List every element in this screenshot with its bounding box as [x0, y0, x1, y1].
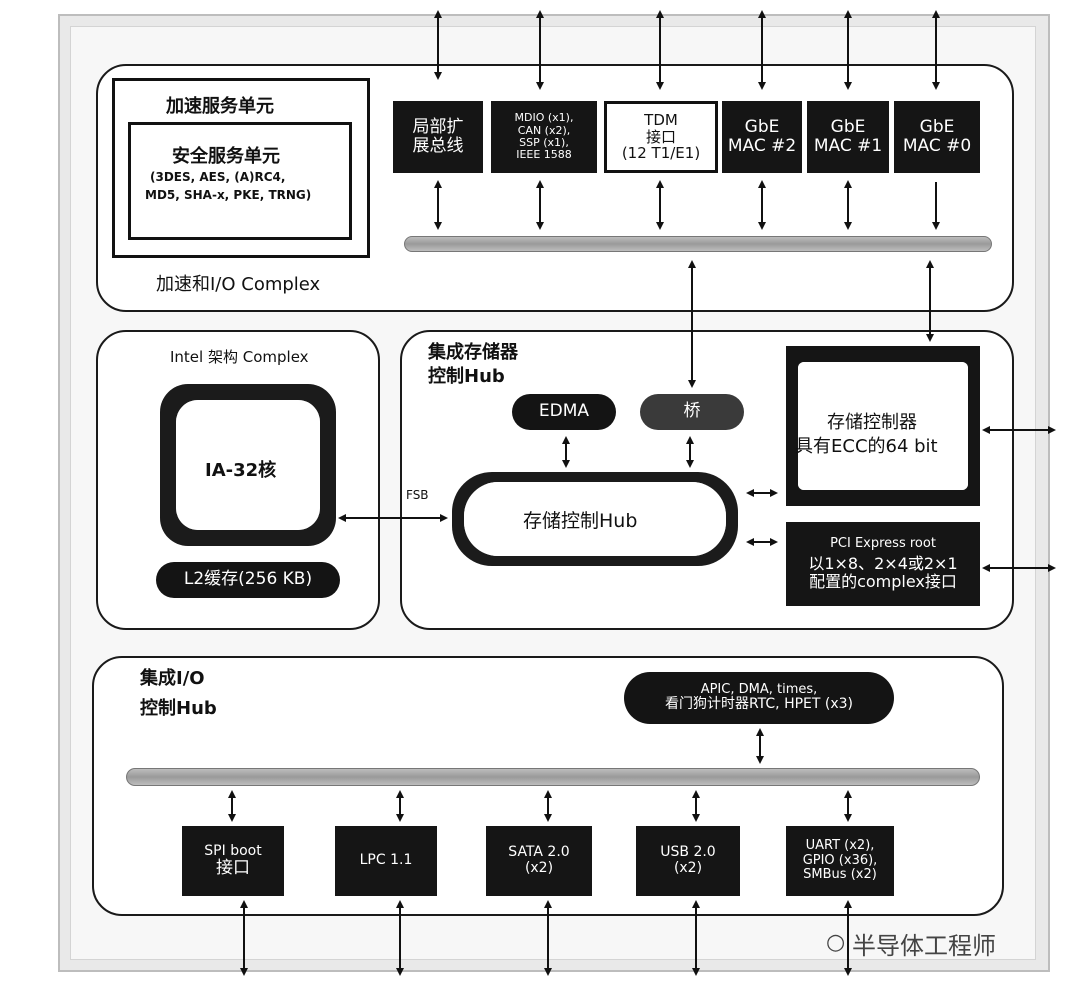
uart-line2: GPIO (x36), — [802, 852, 878, 868]
watermark-text: 半导体工程师 — [852, 932, 996, 960]
memory-controller-inner — [798, 362, 968, 490]
sata-line1: SATA 2.0 — [508, 844, 570, 861]
l2-cache-label: L2缓存(256 KB) — [183, 569, 313, 590]
security-service-title: 安全服务单元 — [172, 146, 280, 167]
mem-hub-title-2: 控制Hub — [428, 366, 505, 387]
accel-io-internal-bus — [404, 236, 992, 252]
bridge-block: 桥 — [640, 394, 744, 430]
ia32-core-label: IA-32核 — [205, 460, 277, 481]
memory-controller-hub-inner — [464, 482, 726, 556]
ia32-core-inner — [176, 400, 320, 530]
pcie-line1: PCI Express root — [830, 535, 936, 551]
bridge-label: 桥 — [683, 401, 701, 422]
mdio-line1: MDIO (x1), — [514, 111, 574, 125]
sata-block: SATA 2.0 (x2) — [486, 826, 592, 896]
watermark-logo-icon: ○ — [826, 930, 846, 955]
gbe-mac-2-block: GbE MAC #2 — [722, 101, 802, 173]
mdio-line2: CAN (x2), — [517, 123, 571, 137]
security-service-detail-1: (3DES, AES, (A)RC4, — [150, 170, 286, 184]
edma-label: EDMA — [538, 401, 590, 422]
mdio-can-ssp-block: MDIO (x1), CAN (x2), SSP (x1), IEEE 1588 — [491, 101, 597, 173]
apic-dma-timers-block: APIC, DMA, times, 看门狗计时器RTC, HPET (x3) — [624, 672, 894, 724]
gbe-mac-2-line1: GbE — [744, 116, 780, 137]
lpc-block: LPC 1.1 — [335, 826, 437, 896]
accel-io-complex-title: 加速和I/O Complex — [156, 274, 321, 295]
tdm-line3: (12 T1/E1) — [621, 144, 701, 163]
local-expansion-bus-line2: 展总线 — [412, 136, 464, 156]
local-expansion-bus-block: 局部扩 展总线 — [393, 101, 483, 173]
pci-express-root-block: PCI Express root 以1×8、2×4或2×1 配置的complex… — [786, 522, 980, 606]
memory-controller-line1: 存储控制器 — [827, 412, 917, 433]
accel-service-title: 加速服务单元 — [166, 96, 274, 117]
fsb-label: FSB — [406, 488, 429, 502]
mem-hub-title-1: 集成存储器 — [428, 342, 518, 363]
usb-block: USB 2.0 (x2) — [636, 826, 740, 896]
uart-gpio-smbus-block: UART (x2), GPIO (x36), SMBus (x2) — [786, 826, 894, 896]
gbe-mac-0-line1: GbE — [919, 116, 955, 137]
apic-line1: APIC, DMA, times, — [700, 681, 818, 697]
tdm-line1: TDM — [644, 110, 678, 129]
uart-line3: SMBus (x2) — [803, 867, 877, 883]
gbe-mac-0-block: GbE MAC #0 — [894, 101, 980, 173]
tdm-line2: 接口 — [645, 127, 676, 146]
security-service-detail-2: MD5, SHA-x, PKE, TRNG) — [145, 188, 312, 202]
spi-boot-line1: SPI boot — [204, 842, 262, 859]
local-expansion-bus-line1: 局部扩 — [412, 116, 464, 137]
pcie-line2: 以1×8、2×4或2×1 — [808, 554, 958, 574]
gbe-mac-0-line2: MAC #0 — [902, 136, 972, 156]
spi-boot-line2: 接口 — [216, 858, 250, 879]
apic-line2: 看门狗计时器RTC, HPET (x3) — [664, 696, 854, 713]
gbe-mac-1-block: GbE MAC #1 — [807, 101, 889, 173]
intel-complex-title: Intel 架构 Complex — [170, 348, 309, 366]
l2-cache-block: L2缓存(256 KB) — [156, 562, 340, 598]
memory-controller-hub-label: 存储控制Hub — [523, 510, 638, 532]
lpc-line1: LPC 1.1 — [359, 852, 413, 869]
gbe-mac-1-line2: MAC #1 — [813, 136, 883, 156]
edma-block: EDMA — [512, 394, 616, 430]
sata-line2: (x2) — [524, 860, 554, 876]
tdm-interface-block: TDM 接口 (12 T1/E1) — [604, 101, 718, 173]
io-hub-internal-bus — [126, 768, 980, 786]
mdio-line4: IEEE 1588 — [516, 148, 572, 162]
io-hub-title-1: 集成I/O — [140, 668, 205, 689]
security-service-unit — [128, 122, 352, 240]
memory-controller-line2: 具有ECC的64 bit — [795, 436, 938, 457]
mdio-line3: SSP (x1), — [519, 136, 569, 149]
gbe-mac-1-line1: GbE — [830, 116, 866, 137]
spi-boot-block: SPI boot 接口 — [182, 826, 284, 896]
usb-line1: USB 2.0 — [660, 844, 716, 861]
uart-line1: UART (x2), — [805, 838, 875, 854]
pcie-line3: 配置的complex接口 — [809, 572, 957, 592]
usb-line2: (x2) — [673, 860, 703, 876]
gbe-mac-2-line2: MAC #2 — [727, 136, 797, 156]
io-hub-title-2: 控制Hub — [140, 698, 217, 719]
